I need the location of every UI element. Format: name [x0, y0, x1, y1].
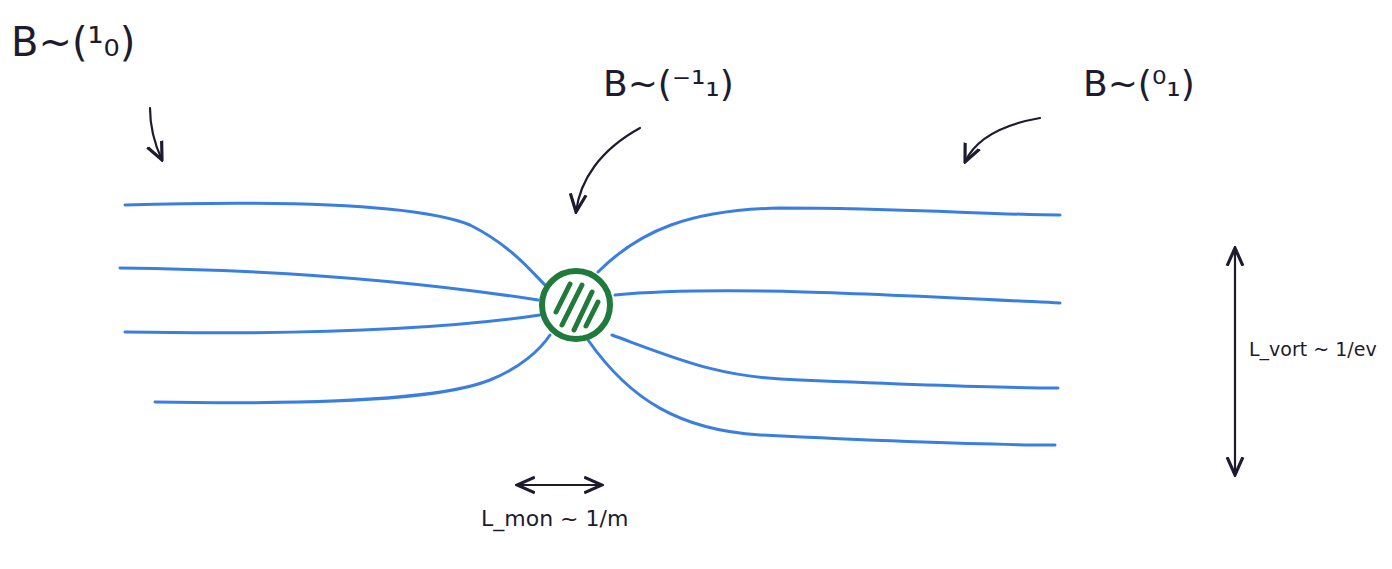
- field-line: [125, 315, 540, 333]
- dimension-label: L_mon ~ 1/m: [478, 506, 631, 532]
- field-label: B~(⁻¹₁): [600, 62, 737, 105]
- field-label: B~(⁰₁): [1080, 62, 1198, 105]
- field-line: [598, 208, 1060, 272]
- monopole-core: [542, 271, 610, 339]
- field-line: [615, 291, 1060, 303]
- leader-arrow: [150, 108, 162, 160]
- dimension-arrow: [517, 484, 602, 486]
- hatching: [556, 284, 598, 330]
- field-line: [125, 203, 545, 285]
- field-label: B~(¹₀): [8, 18, 138, 66]
- leader-arrow: [965, 118, 1040, 162]
- dimension-label: L_vort ~ 1/ev: [1246, 338, 1380, 361]
- leader-arrows: [150, 108, 1235, 485]
- dimension-arrow: [1234, 248, 1236, 475]
- monopole-circle: [542, 271, 610, 339]
- field-line: [612, 335, 1058, 388]
- field-line: [588, 340, 1055, 445]
- field-line: [155, 335, 550, 403]
- field-line: [120, 268, 538, 300]
- leader-arrow: [576, 128, 640, 212]
- field-lines: [120, 203, 1060, 445]
